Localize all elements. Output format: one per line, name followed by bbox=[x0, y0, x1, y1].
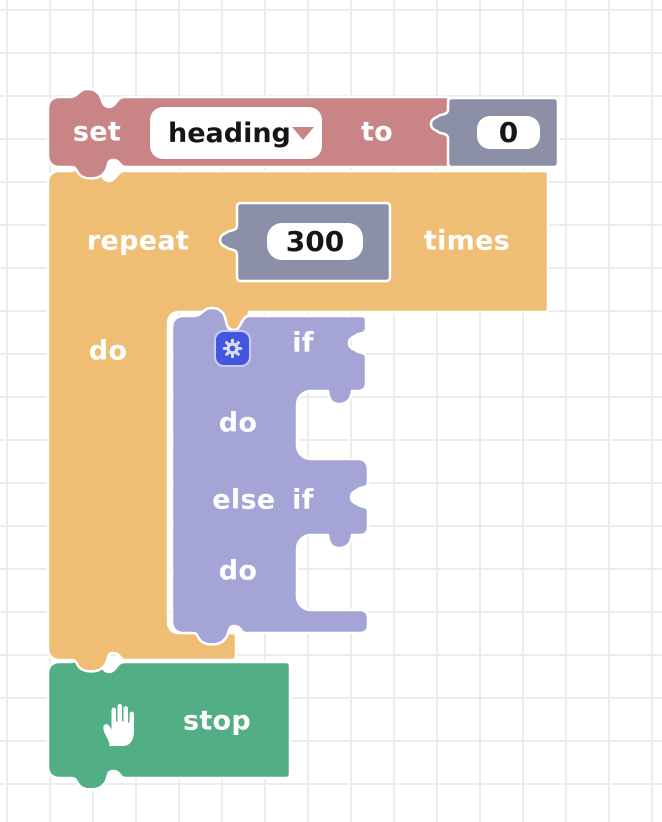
repeat-label: repeat bbox=[86, 225, 190, 257]
number-field-300[interactable]: 300 bbox=[267, 223, 363, 260]
repeat-block[interactable] bbox=[46, 161, 550, 673]
repeat-do-label: do bbox=[88, 335, 128, 367]
number-field-0[interactable]: 0 bbox=[477, 116, 540, 149]
else-do-label: do bbox=[218, 555, 258, 587]
variable-dropdown-value: heading bbox=[168, 117, 291, 149]
gear-icon[interactable] bbox=[214, 330, 251, 367]
stop-block[interactable] bbox=[46, 652, 292, 791]
chevron-down-icon bbox=[292, 127, 314, 140]
stop-label: stop bbox=[182, 705, 252, 737]
times-label: times bbox=[423, 225, 511, 257]
if-label: if bbox=[292, 327, 314, 359]
to-label: to bbox=[360, 116, 394, 148]
hand-icon bbox=[103, 704, 134, 746]
gear-glyph bbox=[222, 338, 243, 359]
if-block[interactable] bbox=[170, 306, 370, 646]
if-do-label: do bbox=[218, 407, 258, 439]
set-label: set bbox=[72, 116, 122, 148]
variable-dropdown[interactable]: heading bbox=[150, 107, 322, 159]
else-if-label: else if bbox=[212, 484, 314, 516]
